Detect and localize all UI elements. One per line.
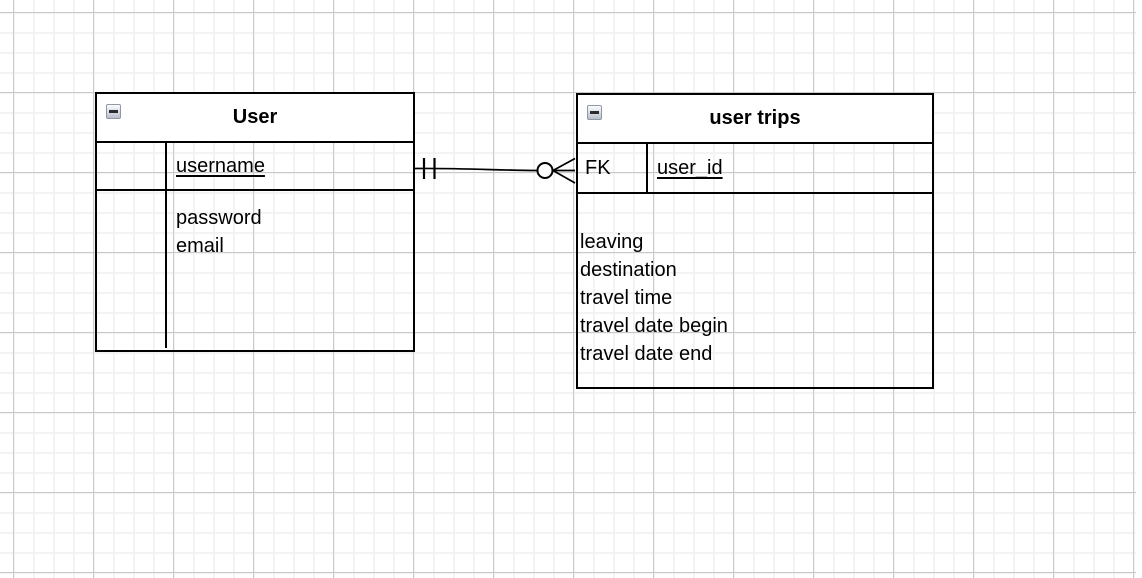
field-row[interactable]: password bbox=[176, 207, 262, 229]
entity-user[interactable]: User username password email bbox=[95, 92, 415, 352]
foreign-key-cell[interactable]: user_id bbox=[648, 144, 932, 192]
field-row[interactable]: leaving bbox=[580, 231, 644, 253]
entity-title: user trips bbox=[709, 107, 801, 129]
primary-key-cell[interactable]: username bbox=[167, 143, 413, 189]
entity-user-trips-header[interactable]: user trips bbox=[578, 95, 932, 144]
entity-user-trips-body[interactable]: leaving destination travel time travel d… bbox=[578, 194, 932, 385]
key-label-cell: FK bbox=[578, 144, 648, 192]
entity-user-body[interactable]: password email bbox=[97, 191, 413, 348]
entity-user-key-row[interactable]: username bbox=[97, 143, 413, 191]
collapse-minus-icon[interactable] bbox=[106, 104, 121, 119]
collapse-minus-icon[interactable] bbox=[587, 105, 602, 120]
relationship-line[interactable] bbox=[414, 167, 538, 172]
field-row[interactable]: destination bbox=[580, 259, 677, 281]
key-column bbox=[97, 191, 167, 348]
one-and-only-one-notation-icon bbox=[422, 158, 436, 179]
primary-key-field: username bbox=[176, 154, 265, 177]
entity-title: User bbox=[232, 106, 278, 128]
entity-user-trips[interactable]: user trips FK user_id leaving destinatio… bbox=[576, 93, 934, 389]
key-label-cell bbox=[97, 143, 167, 189]
field-row[interactable]: email bbox=[176, 235, 224, 257]
field-row[interactable]: travel date end bbox=[580, 343, 713, 365]
field-row[interactable]: travel date begin bbox=[580, 315, 728, 337]
zero-or-many-notation-icon bbox=[536, 157, 576, 184]
entity-user-header[interactable]: User bbox=[97, 94, 413, 143]
foreign-key-field: user_id bbox=[657, 156, 723, 179]
field-row[interactable]: travel time bbox=[580, 287, 673, 309]
entity-user-trips-key-row[interactable]: FK user_id bbox=[578, 144, 932, 194]
